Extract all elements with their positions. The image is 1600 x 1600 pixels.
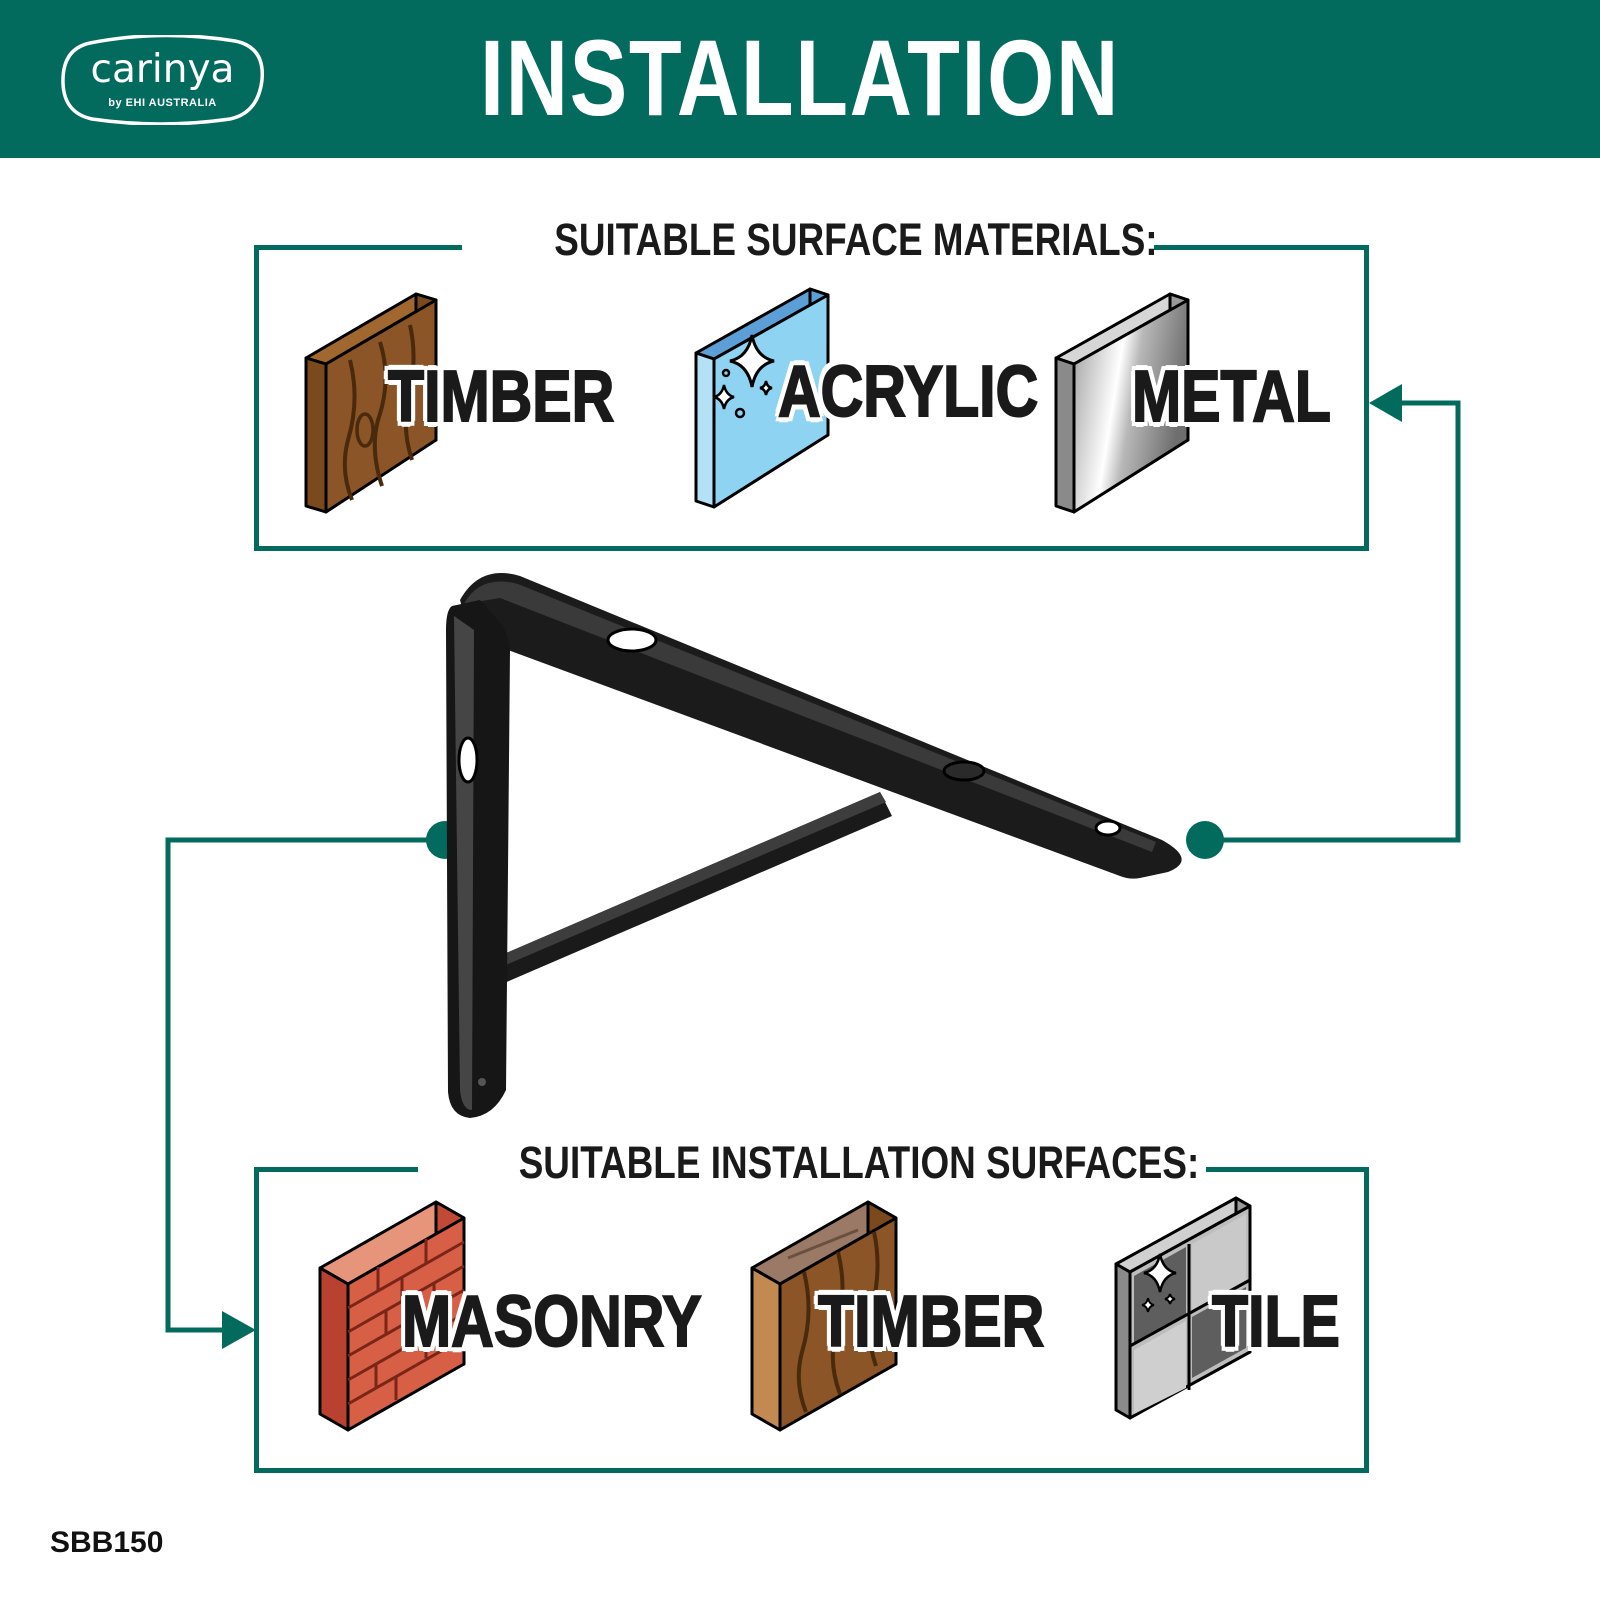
shelf-bracket-illustration [446,573,1182,1118]
connector-dot-right-icon [1186,821,1224,859]
arrow-to-surfaces-icon [222,1311,256,1349]
timber-block-icon [750,1200,898,1432]
material-label-metal: METAL [1131,356,1332,438]
carinya-logo: carinya by EHI AUSTRALIA [60,35,265,125]
tile-icon [1114,1196,1252,1420]
timber-block-icon [304,292,438,514]
surfaces-title: SUITABLE INSTALLATION SURFACES: [418,1136,1206,1190]
arrow-to-materials-icon [1369,384,1402,422]
surface-label-timber: TIMBER [817,1281,1045,1363]
material-label-timber: TIMBER [387,356,615,438]
materials-title: SUITABLE SURFACE MATERIALS: [462,213,1158,267]
logo-name: carinya [90,47,235,92]
brick-wall-icon [318,1200,466,1432]
product-code: SBB150 [50,1526,164,1559]
material-label-acrylic: ACRYLIC [777,351,1039,433]
surface-label-masonry: MASONRY [401,1281,702,1363]
metal-plate-icon [1054,292,1190,514]
logo-subtitle: by EHI AUSTRALIA [108,97,217,109]
header-bar: carinya by EHI AUSTRALIA INSTALLATION [0,0,1600,158]
acrylic-sheet-icon [694,287,830,509]
surface-label-tile: TILE [1211,1281,1341,1363]
page-title: INSTALLATION [480,17,1120,138]
